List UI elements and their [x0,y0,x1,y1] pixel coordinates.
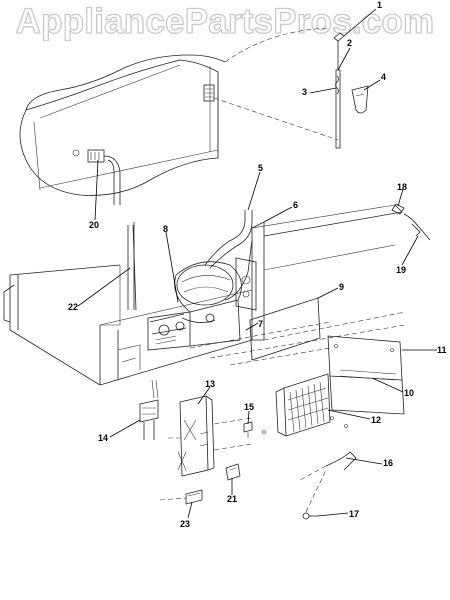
callout-10: 10 [404,388,414,398]
cabinet-top-section [19,27,339,205]
callout-12: 12 [371,415,381,425]
callout-3: 3 [302,87,307,97]
watermark-text: AppliancePartsPros.com [15,1,435,41]
parts-1-to-4 [333,32,369,149]
leader-lines [77,8,437,519]
callout-21: 21 [227,494,237,504]
callout-5: 5 [258,163,263,173]
callout-7: 7 [258,319,263,329]
callout-23: 23 [180,519,190,529]
callout-19: 19 [396,265,406,275]
callout-20: 20 [89,220,99,230]
part-9-panel [249,297,321,361]
lower-components [139,379,357,520]
callout-15: 15 [244,402,254,412]
grille-slats [287,381,329,433]
callout-6: 6 [293,200,298,210]
callout-labels: 1 2 3 4 5 6 7 8 9 10 11 12 13 14 15 16 1… [68,0,447,529]
callout-18: 18 [397,182,407,192]
callout-11: 11 [437,345,447,355]
callout-4: 4 [381,72,386,82]
grille-assembly [262,335,405,437]
part-22-strip [132,224,137,311]
callout-16: 16 [383,458,393,468]
callout-9: 9 [339,282,344,292]
callout-17: 17 [349,509,359,519]
callout-14: 14 [98,433,108,443]
callout-2: 2 [347,38,352,48]
parts-18-19 [391,203,431,241]
callout-8: 8 [163,224,168,234]
callout-1: 1 [377,0,382,10]
cabinet-lower-section [3,204,406,386]
callout-22: 22 [68,302,78,312]
callout-13: 13 [205,379,215,389]
